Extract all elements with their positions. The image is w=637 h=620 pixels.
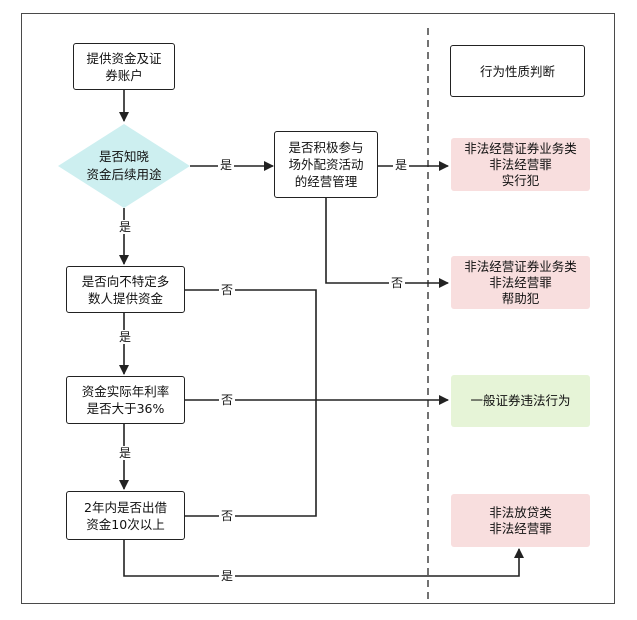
verdict-accomplice: 非法经营证券业务类 非法经营罪 帮助犯 (451, 256, 590, 309)
edge-lending-no (184, 400, 317, 517)
verdict-principal: 非法经营证券业务类 非法经营罪 实行犯 (451, 138, 590, 191)
verdict-illegal-lending: 非法放贷类 非法经营罪 (451, 494, 590, 547)
label-yes-rate-lending: 是 (117, 446, 134, 460)
node-annual-rate: 资金实际年利率 是否大于36% (66, 376, 185, 424)
label-no-unspecified: 否 (219, 283, 236, 297)
edge-unspecified-no (184, 289, 317, 400)
node-provide-funds: 提供资金及证 券账户 (73, 43, 175, 90)
judgement-title-box: 行为性质判断 (450, 45, 585, 97)
node-lending-times: 2年内是否出借 资金10次以上 (66, 491, 185, 540)
verdict-general-violation: 一般证券违法行为 (451, 375, 590, 427)
label-yes-knows-unspecified: 是 (117, 220, 134, 234)
edge-lending-to-illegal (123, 540, 524, 577)
node-participate-mgmt: 是否积极参与 场外配资活动 的经营管理 (274, 131, 378, 198)
node-knows-use: 是否知晓 资金后续用途 (86, 149, 162, 182)
label-no-participate-accomplice: 否 (389, 276, 406, 290)
label-yes-participate-principal: 是 (393, 158, 410, 172)
label-no-lending: 否 (219, 509, 236, 523)
label-yes-knows-participate: 是 (218, 158, 235, 172)
edge-participate-to-accomplice (325, 198, 449, 288)
node-unspecified-public: 是否向不特定多 数人提供资金 (66, 266, 185, 313)
label-no-rate: 否 (219, 393, 236, 407)
diagram-frame (21, 13, 615, 604)
label-yes-lending-illegal: 是 (219, 569, 236, 583)
decision-diamond (58, 124, 190, 208)
label-yes-unspecified-rate: 是 (117, 330, 134, 344)
